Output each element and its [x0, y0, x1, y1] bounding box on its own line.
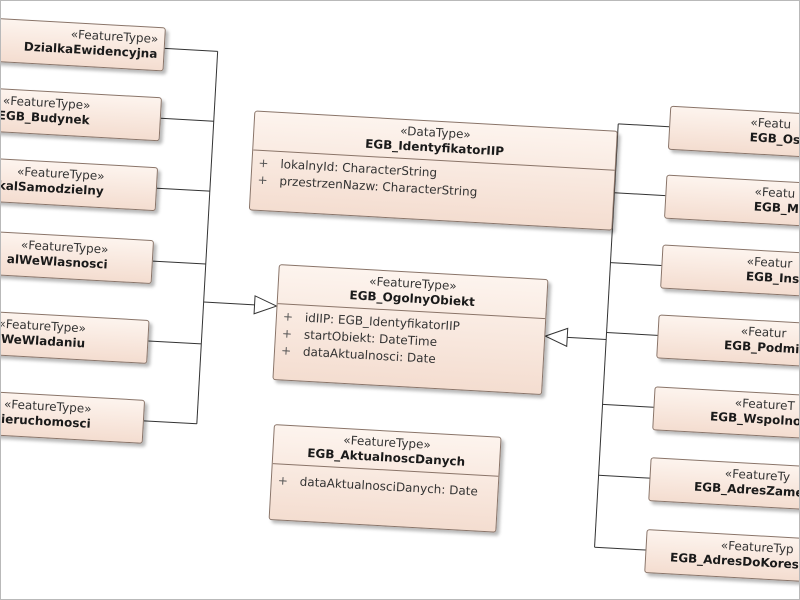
left-generalization-tree: [143, 47, 278, 425]
connector-line: [598, 474, 650, 479]
class-name: EGB_Ins: [745, 269, 800, 287]
class-name: EGB_Os: [749, 130, 800, 148]
attribute-text: dataAktualnosciDanych: Date: [299, 474, 479, 499]
connector-line: [618, 123, 670, 128]
connector-line: [567, 336, 607, 341]
visibility-marker: +: [258, 155, 269, 171]
generalization-arrowhead: [543, 327, 569, 348]
visibility-marker: +: [277, 473, 289, 488]
attribute-row: + dataAktualnosciDanych: Date: [277, 472, 492, 501]
generalization-arrowhead: [253, 295, 278, 315]
visibility-marker: +: [282, 309, 294, 324]
class-egb-identyfikator-iip[interactable]: «DataType» EGB_IdentyfikatorIIP +lokalny…: [248, 110, 618, 231]
connector-line: [148, 340, 202, 345]
connector-line: [594, 546, 646, 551]
class-name: EGB_Podmio: [723, 338, 800, 357]
connector-line: [602, 403, 654, 408]
connector-line: [610, 262, 662, 266]
connector-trunk: [196, 51, 219, 424]
right-generalization-tree: [543, 123, 670, 551]
class-name: EGB_Wspolnota: [709, 409, 800, 430]
class-name: EGB_Ma: [753, 199, 800, 217]
connector-line: [143, 420, 197, 425]
connector-line: [203, 301, 255, 306]
connector-line: [164, 47, 218, 52]
connector-line: [160, 117, 214, 122]
visibility-marker: +: [280, 343, 292, 358]
class-egb-aktualnosc-danych[interactable]: «FeatureType» EGB_AktualnoscDanych +data…: [268, 424, 502, 533]
connector-line: [614, 192, 666, 197]
visibility-marker: +: [257, 172, 268, 188]
visibility-marker: +: [281, 326, 293, 341]
connector-line: [606, 332, 658, 336]
connector-line: [152, 260, 206, 265]
class-egb-ogolny-obiekt[interactable]: «FeatureType» EGB_OgolnyObiekt +idIIP: E…: [272, 264, 549, 396]
connector-line: [156, 187, 210, 192]
